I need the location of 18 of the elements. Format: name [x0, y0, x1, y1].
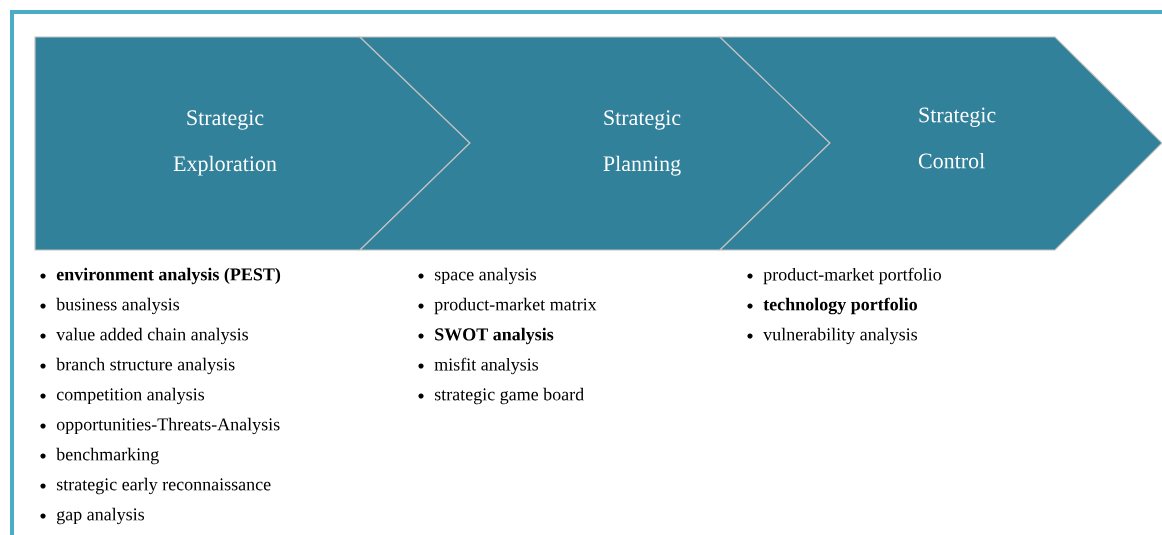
- list-item: product-market matrix: [418, 297, 597, 315]
- list-item: value added chain analysis: [40, 327, 248, 345]
- list-item: product-market portfolio: [747, 267, 941, 285]
- list-item: strategic early reconnaissance: [40, 477, 271, 495]
- list-item: gap analysis: [40, 507, 145, 525]
- list-item: space analysis: [418, 267, 537, 285]
- list-item: competition analysis: [40, 387, 205, 405]
- list-item: opportunities-Threats-Analysis: [40, 417, 280, 435]
- list-item: business analysis: [40, 297, 180, 315]
- list-item: vulnerability analysis: [747, 327, 918, 345]
- list-item: misfit analysis: [418, 357, 539, 375]
- list-item: benchmarking: [40, 447, 159, 465]
- list-item: environment analysis (PEST): [40, 267, 281, 285]
- list-item: strategic game board: [418, 387, 584, 405]
- list-item: SWOT analysis: [418, 327, 554, 345]
- list-item: technology portfolio: [747, 297, 917, 315]
- list-item: branch structure analysis: [40, 357, 235, 375]
- node-label: Strategic Control: [918, 107, 996, 169]
